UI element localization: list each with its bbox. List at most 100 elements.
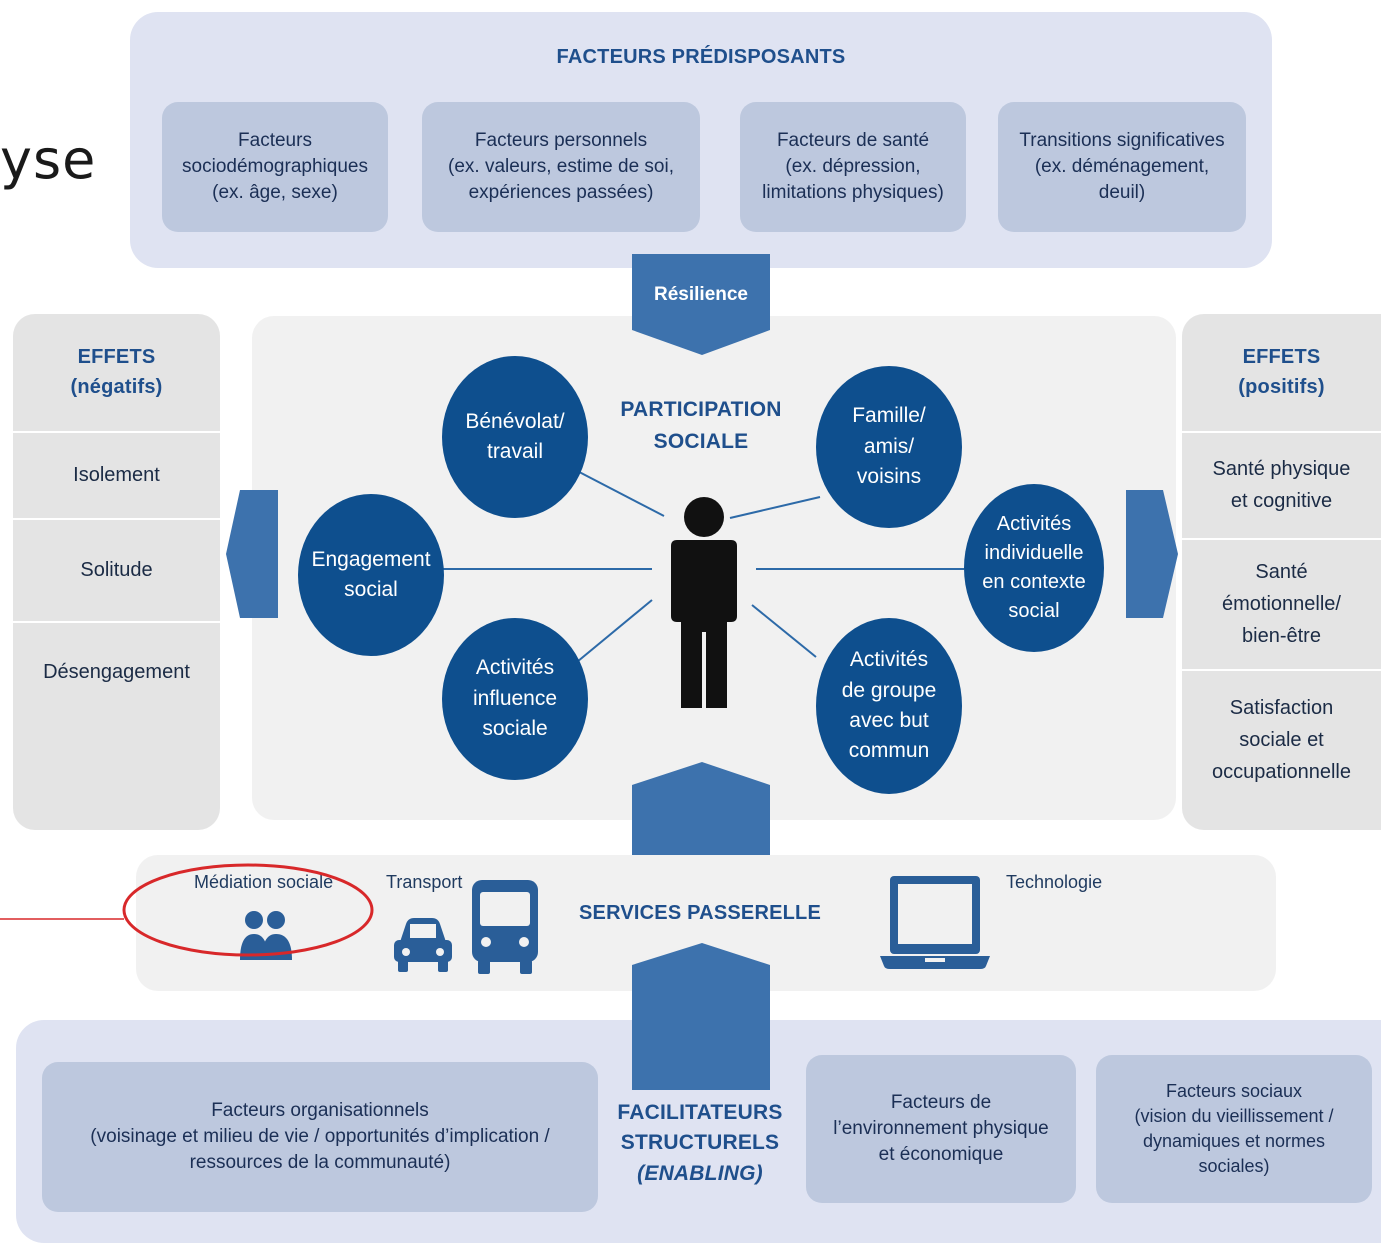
circle-line: Activités: [475, 656, 555, 680]
cell-line: émotionnelle/: [1222, 593, 1341, 615]
partial-title: yse: [0, 128, 97, 191]
cell-line: Satisfaction: [1229, 697, 1334, 719]
left-effects-arrow: [226, 490, 278, 618]
effect-sante-physique: Santé physique et cognitive: [1182, 433, 1381, 537]
effect-sante-emotionnelle: Santé émotionnelle/ bien-être: [1182, 540, 1381, 668]
cell-line: Santé: [1255, 561, 1308, 583]
box-line: (vision du vieillissement /: [1134, 1106, 1334, 1127]
organisational-factors-box: Facteurs organisationnels (voisinage et …: [42, 1062, 598, 1212]
circle-line: influence: [472, 686, 558, 710]
circle-line: Bénévolat/: [465, 409, 565, 433]
effect-satisfaction: Satisfaction sociale et occupationnelle: [1182, 676, 1381, 804]
box-line: et économique: [878, 1144, 1004, 1166]
resilience-label: Résilience: [654, 284, 748, 305]
circle-line: en contexte: [982, 571, 1086, 593]
transport-label: Transport: [386, 872, 463, 892]
social-factors-box: Facteurs sociaux (vision du vieillisseme…: [1096, 1055, 1372, 1203]
heading-line: FACILITATEURS: [617, 1101, 783, 1124]
cell-line: bien-être: [1242, 625, 1321, 647]
box-line: (voisinage et milieu de vie / opportunit…: [90, 1125, 550, 1147]
right-effects-arrow: [1126, 490, 1178, 618]
resilience-arrow: [632, 254, 770, 355]
services-up-arrow: [632, 762, 770, 865]
title-line: SOCIALE: [653, 429, 749, 453]
divider: [13, 621, 220, 623]
circle-line: individuelle: [984, 542, 1084, 564]
personal-factors-box: Facteurs personnels (ex. valeurs, estime…: [422, 102, 700, 232]
box-line: Facteurs organisationnels: [211, 1099, 429, 1121]
title-line: EFFETS: [77, 346, 156, 368]
effect-desengagement: Désengagement: [43, 661, 190, 683]
circle-line: Famille/: [852, 404, 926, 428]
box-line: (ex. déménagement,: [1034, 155, 1210, 177]
effect-solitude: Solitude: [80, 559, 153, 581]
cell-line: Santé physique: [1212, 458, 1351, 480]
box-line: (ex. âge, sexe): [212, 182, 338, 204]
circle-line: Activités: [849, 648, 929, 672]
health-factors-box: Facteurs de santé (ex. dépression, limit…: [740, 102, 966, 232]
divider: [1182, 669, 1381, 671]
negative-effects-title: EFFETS (négatifs): [13, 342, 220, 402]
circle-line: amis/: [863, 434, 915, 458]
title-line: (positifs): [1238, 376, 1325, 398]
title-line: PARTICIPATION: [620, 398, 782, 421]
connector-line: [729, 496, 821, 519]
box-line: deuil): [1098, 182, 1146, 204]
box-line: Transitions significatives: [1019, 129, 1225, 151]
circle-groupe: Activités de groupe avec but commun: [816, 618, 962, 794]
person-icon: [671, 497, 737, 708]
structural-enablers-heading: FACILITATEURS STRUCTURELS (ENABLING): [600, 1098, 800, 1189]
box-line: Facteurs de: [890, 1091, 992, 1113]
box-line: expériences passées): [468, 182, 654, 204]
box-line: sociales): [1198, 1155, 1270, 1176]
divider: [1182, 431, 1381, 433]
environment-factors-box: Facteurs de l’environnement physique et …: [806, 1055, 1076, 1203]
bus-icon: [472, 880, 538, 974]
box-line: Facteurs de santé: [776, 129, 930, 151]
circle-line: Engagement: [311, 547, 431, 571]
box-line: Facteurs: [238, 129, 312, 151]
circle-line: voisins: [856, 465, 922, 489]
title-line: EFFETS: [1242, 346, 1321, 368]
box-line: (ex. dépression,: [785, 155, 921, 177]
car-icon: [394, 918, 452, 972]
box-line: ressources de la communauté): [189, 1152, 451, 1174]
negative-effects-panel: [13, 314, 220, 830]
technologie-label: Technologie: [1006, 872, 1103, 892]
box-line: Facteurs sociaux: [1165, 1081, 1303, 1102]
divider: [13, 431, 220, 433]
bridging-services-heading: SERVICES PASSERELLE: [578, 902, 821, 924]
mediation-label: Médiation sociale: [194, 872, 334, 892]
heading-line: STRUCTURELS: [620, 1131, 780, 1155]
cell-line: occupationnelle: [1212, 761, 1351, 783]
cell-line: sociale et: [1239, 729, 1324, 751]
title-line: (négatifs): [70, 376, 163, 398]
circle-individuelle: Activités individuelle en contexte socia…: [964, 484, 1104, 652]
divider: [13, 518, 220, 520]
box-line: l’environnement physique: [833, 1117, 1049, 1139]
circle-line: social: [1008, 600, 1060, 622]
circle-line: Activités: [996, 513, 1072, 535]
divider: [1182, 538, 1381, 540]
heading-line: (ENABLING): [637, 1161, 763, 1185]
circle-line: travail: [486, 440, 544, 463]
positive-effects-panel: [1182, 314, 1381, 830]
effect-isolement: Isolement: [73, 464, 160, 486]
circle-engagement: Engagement social: [298, 494, 444, 656]
circle-benevolat: Bénévolat/ travail: [442, 356, 588, 518]
predisposing-factors-heading: FACTEURS PRÉDISPOSANTS: [556, 46, 846, 68]
box-line: limitations physiques): [762, 182, 944, 204]
box-line: sociodémographiques: [182, 155, 368, 177]
sociodemographic-factors-box: Facteurs sociodémographiques (ex. âge, s…: [162, 102, 388, 232]
laptop-icon: [880, 876, 990, 969]
social-participation-title: PARTICIPATION SOCIALE: [590, 394, 812, 457]
significant-transitions-box: Transitions significatives (ex. déménage…: [998, 102, 1246, 232]
connector-line: [751, 604, 817, 658]
circle-line: avec but: [849, 709, 929, 732]
box-line: dynamiques et normes: [1142, 1131, 1326, 1151]
positive-effects-title: EFFETS (positifs): [1182, 342, 1381, 402]
circle-line: de groupe: [841, 678, 937, 702]
circle-line: social: [344, 578, 398, 601]
box-line: Facteurs personnels: [474, 129, 648, 151]
